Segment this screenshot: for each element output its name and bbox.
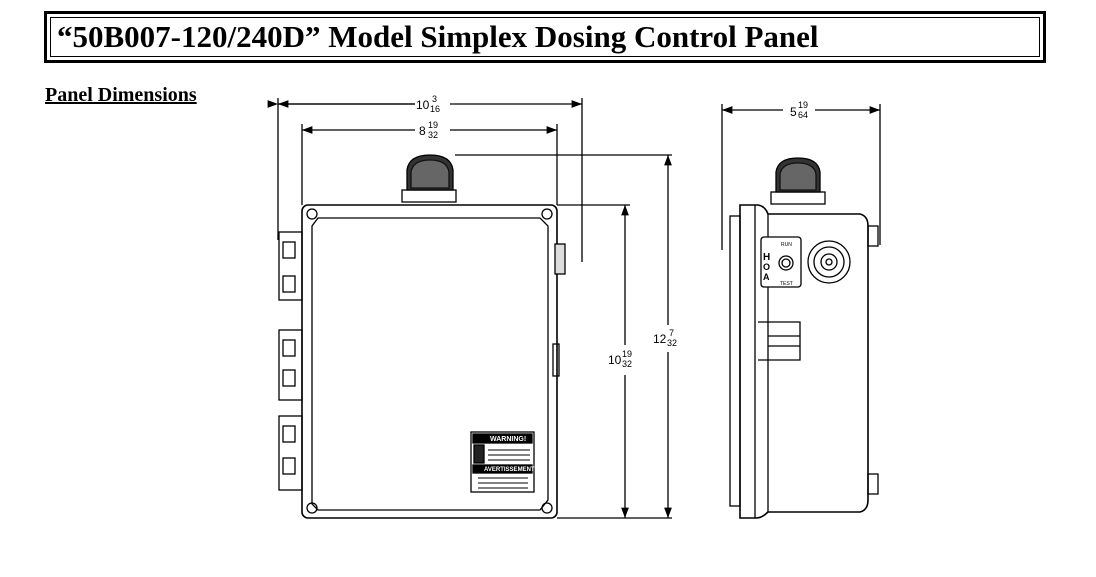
section-heading: Panel Dimensions (45, 84, 197, 106)
front-view: WARNING! AVERTISSEMENT! (267, 98, 672, 519)
side-view: RUN TEST H O A (721, 104, 881, 519)
svg-text:19: 19 (622, 349, 632, 359)
svg-text:12: 12 (653, 332, 667, 346)
switch-run-label: RUN (781, 242, 792, 248)
beacon-light-side-icon (770, 157, 826, 205)
svg-text:10: 10 (608, 353, 622, 367)
overall-width-label: 10 3 16 (416, 94, 440, 114)
enclosure-height-label: 10 19 32 (608, 349, 632, 369)
svg-text:3: 3 (432, 94, 437, 104)
svg-text:8: 8 (419, 124, 426, 138)
warning-label: WARNING! AVERTISSEMENT! (470, 431, 537, 493)
svg-text:5: 5 (790, 105, 797, 119)
svg-text:32: 32 (667, 338, 677, 348)
warning-heading-fr: AVERTISSEMENT! (484, 467, 537, 473)
svg-text:64: 64 (798, 110, 808, 120)
switch-test-label: TEST (780, 281, 793, 287)
depth-label: 5 19 64 (790, 100, 808, 120)
hoa-switch: RUN TEST H O A (760, 236, 802, 288)
svg-text:10: 10 (416, 98, 430, 112)
title-box: “50B007-120/240D” Model Simplex Dosing C… (44, 11, 1046, 63)
dimension-labels: 10 3 16 8 19 32 12 7 32 10 19 32 5 19 64 (416, 94, 808, 369)
warning-heading: WARNING! (490, 436, 526, 443)
alarm-horn-icon (807, 240, 851, 284)
overall-height-label: 12 7 32 (653, 328, 677, 348)
svg-text:19: 19 (428, 120, 438, 130)
svg-text:32: 32 (428, 130, 438, 140)
svg-text:32: 32 (622, 359, 632, 369)
enclosure-width-label: 8 19 32 (419, 120, 438, 140)
switch-off-label: O (763, 262, 770, 272)
switch-hand-label: H (763, 252, 770, 263)
switch-auto-label: A (763, 272, 770, 282)
beacon-light-icon (401, 154, 457, 203)
svg-text:19: 19 (798, 100, 808, 110)
latches-left (278, 231, 303, 491)
page-title: “50B007-120/240D” Model Simplex Dosing C… (57, 19, 819, 54)
svg-text:7: 7 (669, 328, 674, 338)
svg-text:16: 16 (430, 104, 440, 114)
